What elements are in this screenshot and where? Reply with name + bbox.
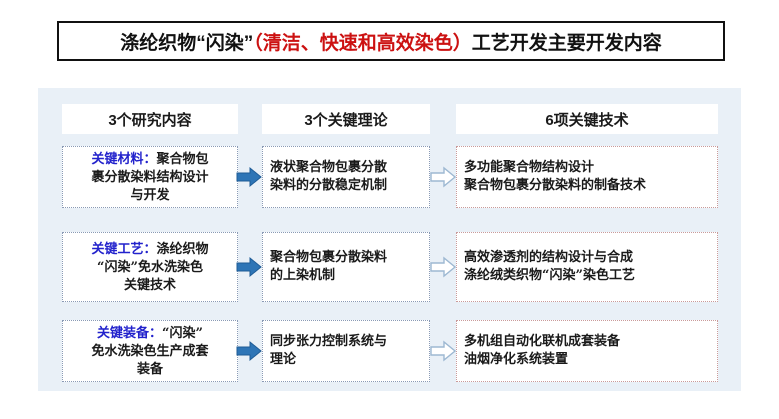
column-header-theory-label: 3个关键理论 — [304, 111, 388, 129]
technology-cell-2-line-1: 高效渗透剂的结构设计与合成 — [464, 250, 634, 265]
theory-cell-2-line-1: 聚合物包裹分散染料 — [270, 250, 388, 265]
technology-cell-3-line-1: 多机组自动化联机成套装备 — [464, 334, 621, 349]
research-cell-1-line-1: 关键材料：聚合物包 — [70, 150, 230, 169]
research-cell-2-line-1: 关键工艺：涤纶织物 — [70, 240, 230, 259]
theory-cell-3-line-1: 同步张力控制系统与 — [270, 334, 388, 349]
column-header-theory: 3个关键理论 — [262, 104, 430, 134]
technology-cell-1: 多功能聚合物结构设计 聚合物包裹分散染料的制备技术 — [456, 146, 718, 208]
page-title-text: 涤纶织物“闪染”（清洁、快速和高效染色）工艺开发主要开发内容 — [120, 28, 662, 55]
theory-cell-1-line-2: 染料的分散稳定机制 — [270, 178, 388, 193]
research-cell-2-line-2: “闪染”免水洗染色 — [97, 259, 203, 275]
research-cell-1: 关键材料：聚合物包 裹分散染料结构设计 与开发 — [62, 146, 238, 208]
research-cell-1-text-1: 聚合物包 — [156, 151, 209, 167]
theory-cell-3-line-2: 理论 — [270, 352, 297, 367]
research-cell-3-key: 关键装备： — [97, 324, 163, 340]
title-part-2: 工艺开发主要开发内容 — [471, 32, 662, 54]
column-header-technology: 6项关键技术 — [456, 104, 718, 134]
technology-cell-2: 高效渗透剂的结构设计与合成 涤纶绒类织物“闪染”染色工艺 — [456, 232, 718, 302]
research-cell-3-line-3: 装备 — [136, 361, 163, 377]
research-cell-3-text-1: “闪染” — [162, 325, 203, 341]
arrow-right-hollow-icon-1 — [430, 166, 456, 188]
title-highlight: （清洁、快速和高效染色） — [253, 32, 472, 54]
content-panel: 3个研究内容 3个关键理论 6项关键技术 关键材料：聚合物包 裹分散染料结构设计… — [38, 88, 741, 391]
research-cell-1-line-2: 裹分散染料结构设计 — [91, 169, 209, 185]
research-cell-3-line-2: 免水洗染色生产成套 — [91, 343, 209, 359]
theory-cell-1-line-1: 液状聚合物包裹分散 — [270, 160, 388, 175]
research-cell-2-key: 关键工艺： — [91, 240, 157, 256]
research-cell-2-text-1: 涤纶织物 — [156, 241, 209, 257]
research-cell-3-line-1: 关键装备：“闪染” — [70, 324, 230, 343]
theory-cell-2-line-2: 的上染机制 — [270, 268, 336, 283]
arrow-right-hollow-icon-3 — [430, 340, 456, 362]
arrow-right-solid-icon-2 — [236, 256, 262, 278]
arrow-right-solid-icon-1 — [236, 166, 262, 188]
arrow-right-hollow-icon-2 — [430, 256, 456, 278]
research-cell-1-line-3: 与开发 — [130, 187, 170, 203]
column-header-technology-label: 6项关键技术 — [545, 111, 629, 129]
theory-cell-3: 同步张力控制系统与 理论 — [262, 320, 430, 382]
arrow-right-solid-icon-3 — [236, 340, 262, 362]
theory-cell-1: 液状聚合物包裹分散 染料的分散稳定机制 — [262, 146, 430, 208]
research-cell-1-key: 关键材料： — [91, 150, 157, 166]
title-part-1: 涤纶织物“闪染” — [120, 32, 254, 54]
technology-cell-3: 多机组自动化联机成套装备 油烟净化系统装置 — [456, 320, 718, 382]
page-title: 涤纶织物“闪染”（清洁、快速和高效染色）工艺开发主要开发内容 — [57, 21, 725, 61]
research-cell-2-line-3: 关键技术 — [123, 277, 176, 293]
technology-cell-3-line-2: 油烟净化系统装置 — [464, 352, 569, 367]
research-cell-2: 关键工艺：涤纶织物 “闪染”免水洗染色 关键技术 — [62, 232, 238, 302]
technology-cell-2-line-2: 涤纶绒类织物“闪染”染色工艺 — [464, 268, 635, 283]
theory-cell-2: 聚合物包裹分散染料 的上染机制 — [262, 232, 430, 302]
column-header-research-label: 3个研究内容 — [108, 111, 192, 129]
research-cell-3: 关键装备：“闪染” 免水洗染色生产成套 装备 — [62, 320, 238, 382]
technology-cell-1-line-2: 聚合物包裹分散染料的制备技术 — [464, 178, 647, 193]
technology-cell-1-line-1: 多功能聚合物结构设计 — [464, 160, 595, 175]
column-header-research: 3个研究内容 — [62, 104, 238, 134]
